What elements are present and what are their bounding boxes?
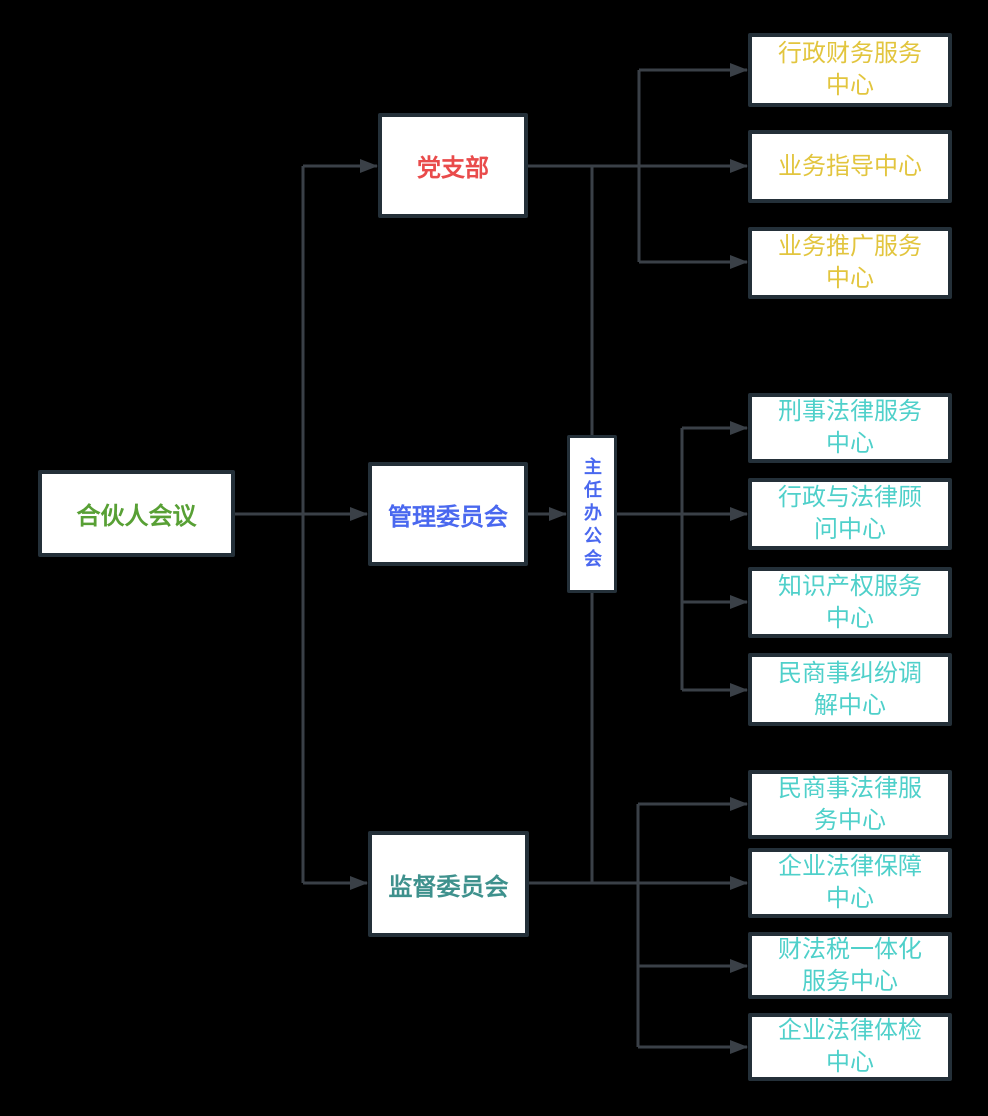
node-admin-finance-service-center: 行政财务服务 中心 (748, 33, 952, 107)
node-ip-service-center: 知识产权服务 中心 (748, 567, 952, 638)
node-civil-commercial-mediation-center: 民商事纠纷调 解中心 (748, 653, 952, 726)
node-criminal-legal-service-center: 刑事法律服务 中心 (748, 393, 952, 463)
node-enterprise-legal-checkup-center: 企业法律体检 中心 (748, 1013, 952, 1081)
node-party-branch: 党支部 (378, 113, 528, 218)
node-civil-commercial-legal-service-center: 民商事法律服 务中心 (748, 770, 952, 839)
node-enterprise-legal-support-center: 企业法律保障 中心 (748, 848, 952, 918)
node-partners-meeting: 合伙人会议 (38, 470, 235, 557)
node-business-promotion-service-center: 业务推广服务 中心 (748, 227, 952, 299)
node-management-committee: 管理委员会 (368, 462, 528, 566)
node-business-guidance-center: 业务指导中心 (748, 130, 952, 203)
node-admin-legal-advisor-center: 行政与法律顾 问中心 (748, 478, 952, 550)
node-supervisory-committee: 监督委员会 (368, 831, 529, 937)
node-director-office-meeting: 主任办公会 (567, 435, 617, 593)
node-finance-law-tax-integration-center: 财法税一体化 服务中心 (748, 932, 952, 999)
